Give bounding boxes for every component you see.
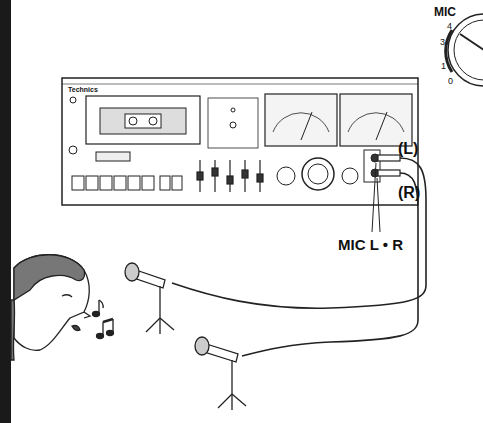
knob-label: MIC — [434, 6, 456, 19]
knob-scale-number: 1 — [441, 62, 446, 72]
knob-scale-number: 0 — [448, 77, 453, 87]
knob-scale-number: 3 — [440, 38, 445, 48]
deck-body — [62, 78, 418, 205]
jack-label: MIC L • R — [338, 237, 403, 254]
page-edge-bar — [0, 0, 11, 423]
leader-lines — [372, 163, 380, 232]
mic-cables — [172, 158, 426, 356]
singer-face — [11, 255, 90, 360]
music-notes — [93, 300, 114, 339]
mic-plugs — [378, 155, 400, 176]
knob-scale-number: 4 — [447, 22, 452, 32]
microphone — [125, 263, 246, 410]
brand-name: Technics — [68, 86, 98, 94]
channel-label: (R) — [398, 184, 420, 202]
channel-label: (L) — [398, 140, 418, 158]
mic-level-knob — [446, 14, 483, 86]
